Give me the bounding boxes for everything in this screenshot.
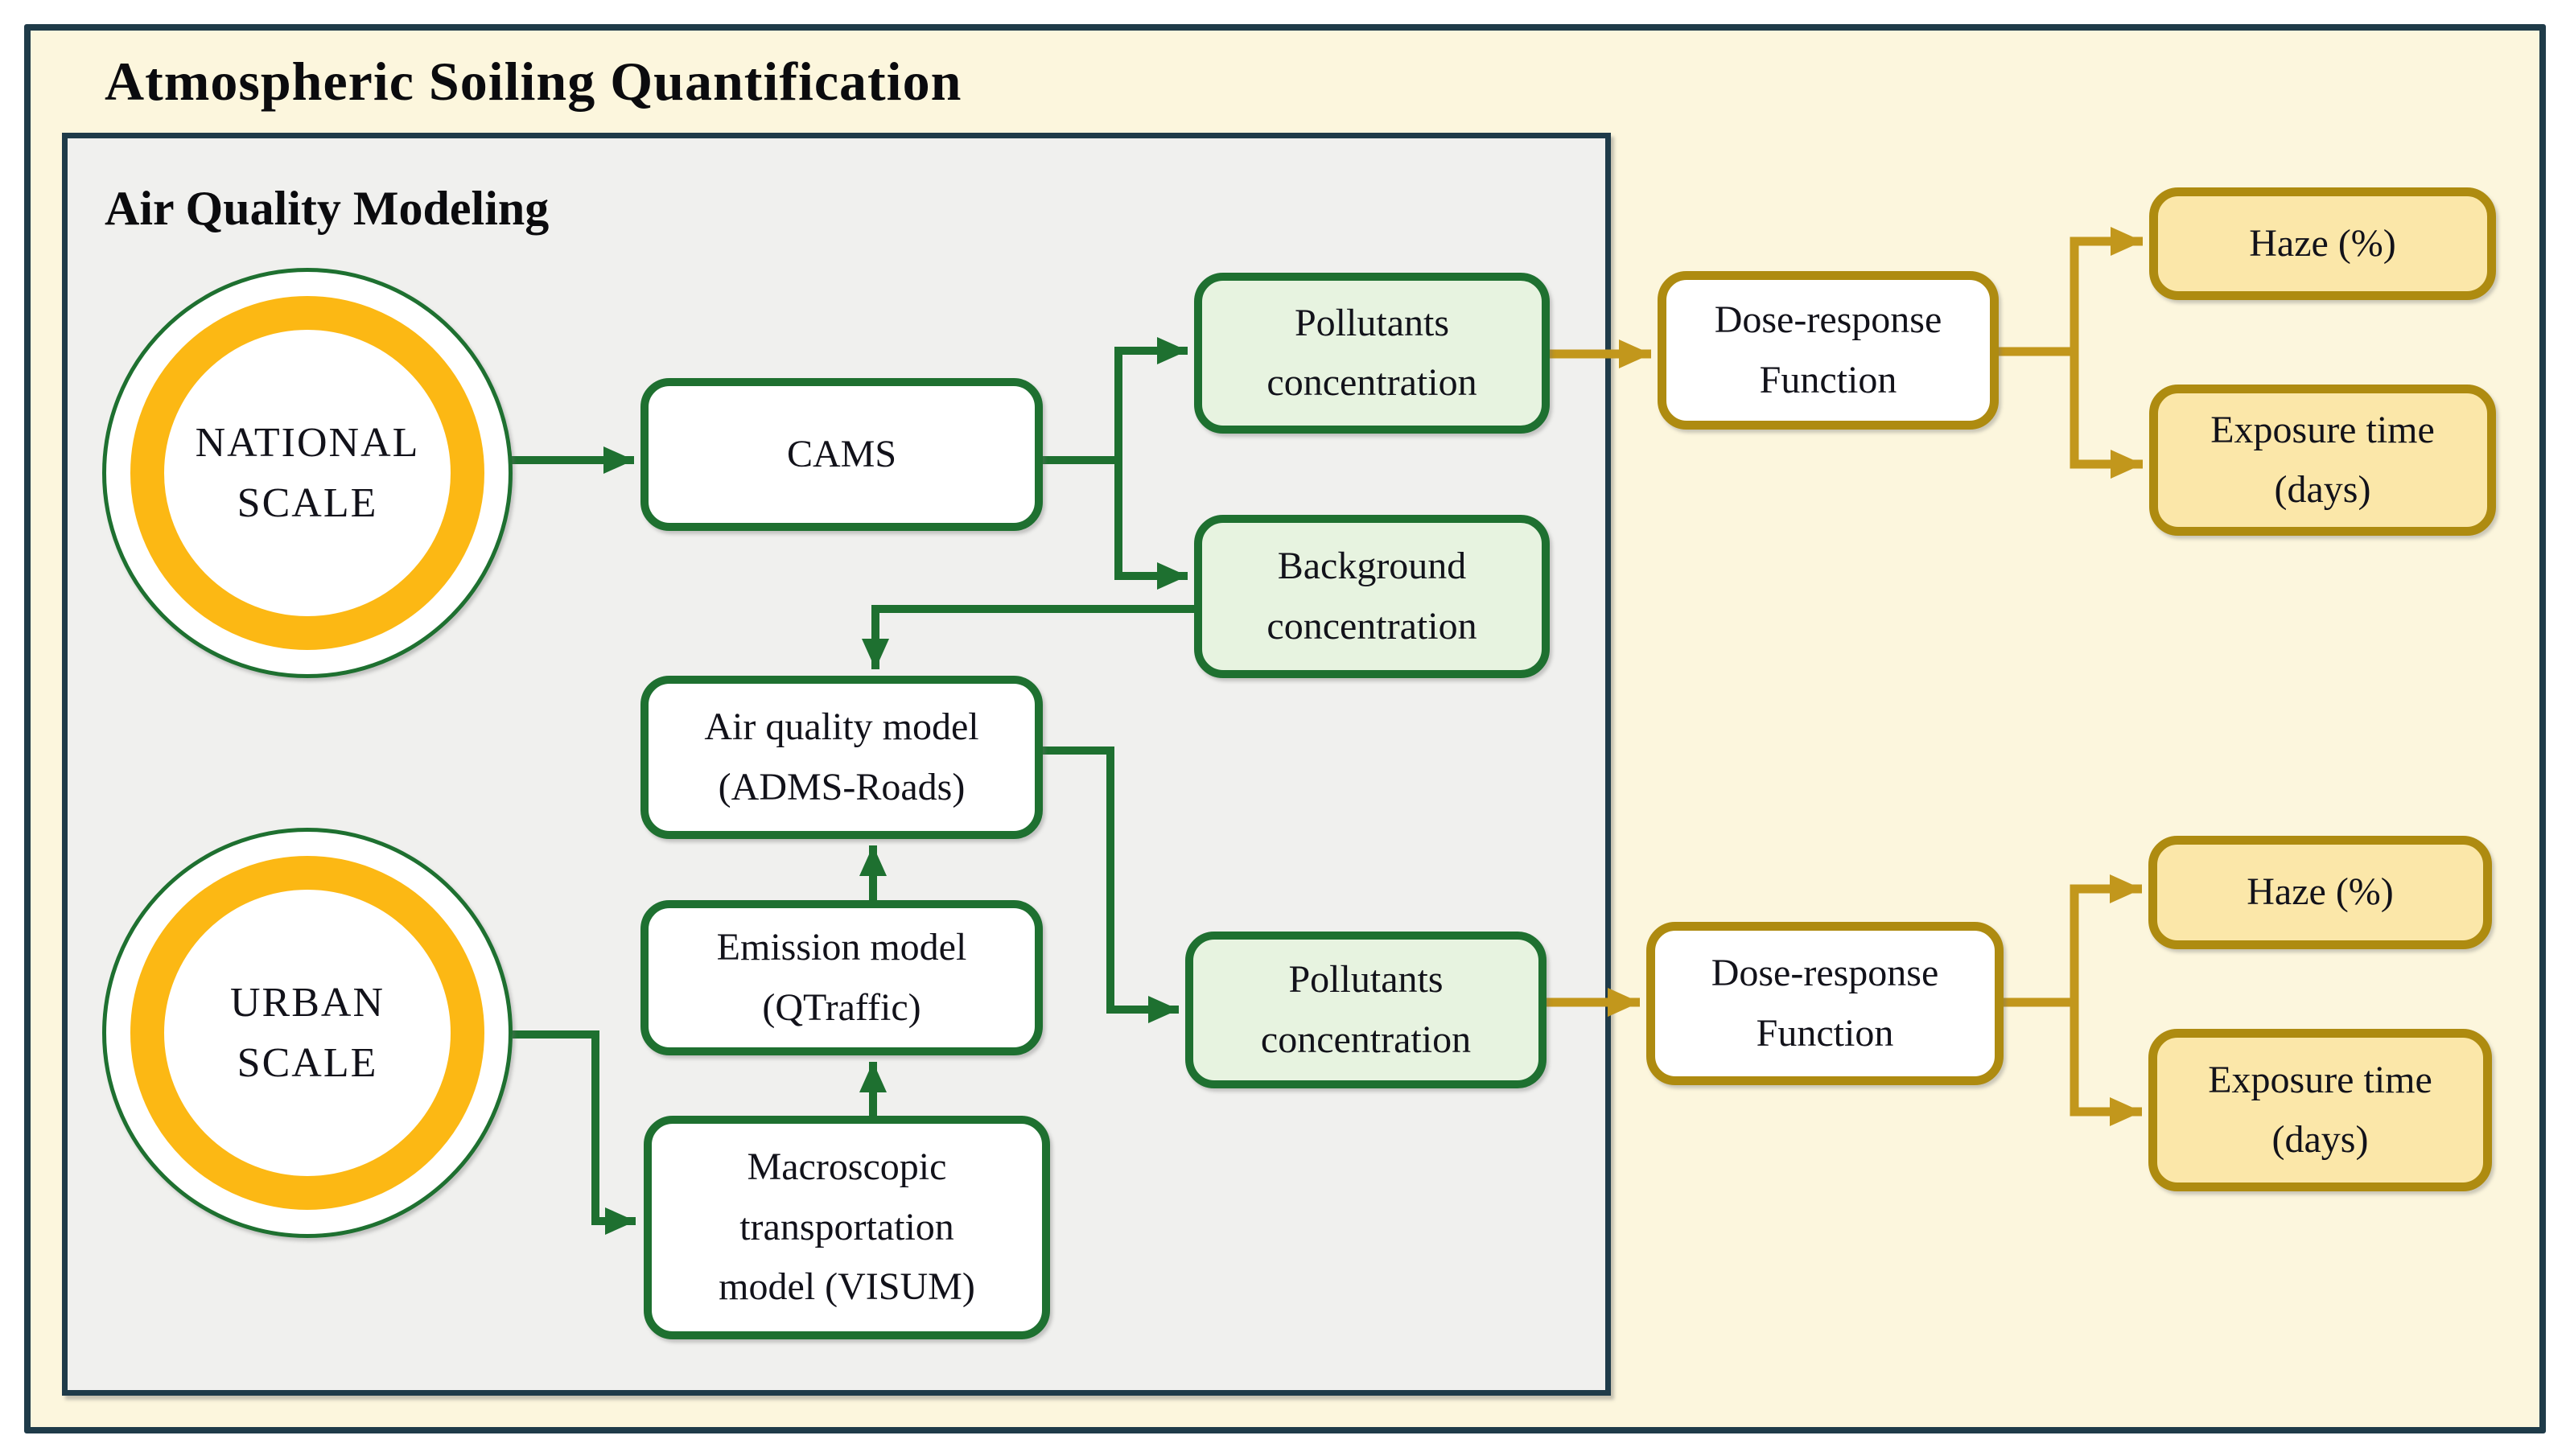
emission-line1: Emission model <box>716 926 967 969</box>
page-title: Atmospheric Soiling Quantification <box>105 51 962 112</box>
urban-scale-circle: URBAN SCALE <box>102 828 513 1238</box>
haze-urban-label: Haze (%) <box>2247 870 2394 914</box>
exposure-national-line1: Exposure time <box>2210 408 2435 451</box>
pollutants-urban-line2: concentration <box>1260 1018 1472 1061</box>
pollutants-urban-line1: Pollutants <box>1288 958 1444 1002</box>
haze-national-label: Haze (%) <box>2249 221 2396 265</box>
aqm-line2: (ADMS-Roads) <box>718 765 966 808</box>
national-line1: NATIONAL <box>195 419 420 466</box>
dose-response-urban-box: Dose-response Function <box>1646 922 2004 1085</box>
dose-national-line2: Function <box>1759 358 1897 401</box>
macro-line2: transportation <box>739 1205 954 1248</box>
urban-scale-label: URBAN SCALE <box>106 832 509 1234</box>
exposure-urban-line2: (days) <box>2271 1118 2369 1161</box>
national-scale-label: NATIONAL SCALE <box>106 272 509 674</box>
background-concentration-box: Background concentration <box>1194 515 1550 678</box>
macro-line1: Macroscopic <box>747 1145 947 1189</box>
dose-response-national-box: Dose-response Function <box>1658 271 1999 430</box>
cams-box: CAMS <box>640 378 1043 531</box>
dose-urban-line1: Dose-response <box>1711 952 1939 995</box>
exposure-national-line2: (days) <box>2274 468 2371 511</box>
pollutants-concentration-national-box: Pollutants concentration <box>1194 273 1550 434</box>
dose-urban-line2: Function <box>1756 1011 1894 1055</box>
urban-line2: SCALE <box>237 1040 378 1086</box>
air-quality-modeling-title: Air Quality Modeling <box>105 182 550 235</box>
haze-urban-box: Haze (%) <box>2148 836 2492 949</box>
pollutants-national-line2: concentration <box>1266 361 1477 404</box>
macroscopic-transportation-model-box: Macroscopic transportation model (VISUM) <box>644 1116 1050 1339</box>
haze-national-box: Haze (%) <box>2149 187 2496 300</box>
emission-model-box: Emission model (QTraffic) <box>640 900 1043 1055</box>
pollutants-concentration-urban-box: Pollutants concentration <box>1185 932 1547 1088</box>
dose-national-line1: Dose-response <box>1714 298 1942 342</box>
national-scale-circle: NATIONAL SCALE <box>102 268 513 678</box>
background-line2: concentration <box>1266 604 1477 648</box>
macro-line3: model (VISUM) <box>719 1265 975 1309</box>
cams-label: CAMS <box>786 432 897 475</box>
national-line2: SCALE <box>237 480 378 526</box>
urban-line1: URBAN <box>229 979 385 1026</box>
exposure-time-urban-box: Exposure time (days) <box>2148 1029 2492 1191</box>
pollutants-national-line1: Pollutants <box>1294 301 1450 344</box>
aqm-line1: Air quality model <box>704 705 979 749</box>
air-quality-model-box: Air quality model (ADMS-Roads) <box>640 676 1043 839</box>
emission-line2: (QTraffic) <box>762 985 921 1029</box>
background-line1: Background <box>1277 545 1467 588</box>
exposure-urban-line1: Exposure time <box>2208 1058 2432 1101</box>
exposure-time-national-box: Exposure time (days) <box>2149 385 2496 536</box>
